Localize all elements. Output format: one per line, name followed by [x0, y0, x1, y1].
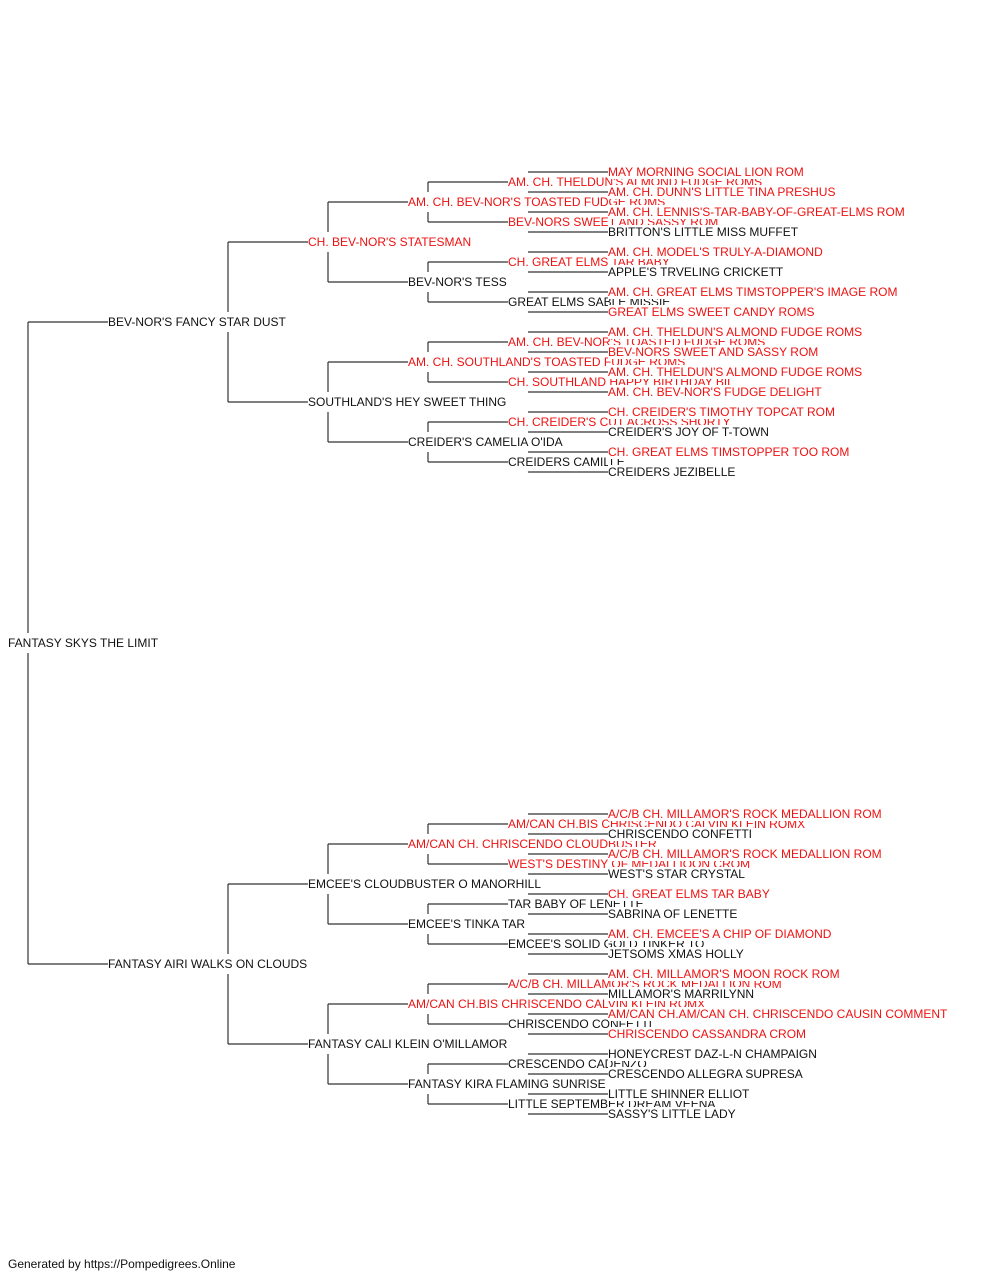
ancestor-name: AM. CH. THELDUN'S ALMOND FUDGE ROMS [608, 325, 864, 339]
parent-name: BEV-NOR'S FANCY STAR DUST [108, 315, 287, 329]
ancestor-name: AM. CH. LENNIS'S-TAR-BABY-OF-GREAT-ELMS … [608, 205, 906, 219]
ancestor-name: AM. CH. EMCEE'S A CHIP OF DIAMOND [608, 927, 833, 941]
ancestor-name: BEV-NORS SWEET AND SASSY ROM [608, 345, 820, 359]
ancestor-name: CH. BEV-NOR'S STATESMAN [308, 235, 473, 249]
ancestor-name: BEV-NOR'S TESS [408, 275, 508, 289]
ancestor-name: GREAT ELMS SWEET CANDY ROMS [608, 305, 816, 319]
ancestor-name: MAY MORNING SOCIAL LION ROM [608, 165, 805, 179]
subject-dog-name: FANTASY SKYS THE LIMIT [8, 636, 160, 650]
ancestor-name: A/C/B CH. MILLAMOR'S ROCK MEDALLION ROM [608, 847, 883, 861]
ancestor-name: MILLAMOR'S MARRILYNN [608, 987, 756, 1001]
ancestor-name: SASSY'S LITTLE LADY [608, 1107, 737, 1121]
ancestor-name: FANTASY KIRA FLAMING SUNRISE [408, 1077, 607, 1091]
ancestor-name: AM. CH. THELDUN'S ALMOND FUDGE ROMS [608, 365, 864, 379]
ancestor-name: AM. CH. MODEL'S TRULY-A-DIAMOND [608, 245, 824, 259]
ancestor-name: APPLE'S TRVELING CRICKETT [608, 265, 785, 279]
ancestor-name: SOUTHLAND'S HEY SWEET THING [308, 395, 508, 409]
ancestor-name: AM. CH. MILLAMOR'S MOON ROCK ROM [608, 967, 841, 981]
ancestor-name: CH. GREAT ELMS TAR BABY [608, 887, 771, 901]
ancestor-name: EMCEE'S TINKA TAR [408, 917, 526, 931]
ancestor-name: AM. CH. DUNN'S LITTLE TINA PRESHUS [608, 185, 837, 199]
ancestor-name: AM. CH. BEV-NOR'S TOASTED FUDGE ROMS [408, 195, 667, 209]
ancestor-name: CH. CREIDER'S TIMOTHY TOPCAT ROM [608, 405, 836, 419]
ancestor-name: CHRISCENDO CONFETTI [608, 827, 753, 841]
ancestor-name: CREIDER'S CAMELIA O'IDA [408, 435, 564, 449]
ancestor-name: CHRISCENDO CASSANDRA CROM [608, 1027, 808, 1041]
ancestor-name: FANTASY CALI KLEIN O'MILLAMOR [308, 1037, 509, 1051]
ancestor-name: HONEYCREST DAZ-L-N CHAMPAIGN [608, 1047, 818, 1061]
ancestor-name: AM/CAN CH. CHRISCENDO CLOUDBUSTER [408, 837, 658, 851]
ancestor-name: CREIDER'S JOY OF T-TOWN [608, 425, 770, 439]
ancestor-name: LITTLE SHINNER ELLIOT [608, 1087, 751, 1101]
footer-credit: Generated by https://Pompedigrees.Online [8, 1257, 236, 1271]
ancestor-name: CH. GREAT ELMS TIMSTOPPER TOO ROM [608, 445, 851, 459]
parent-name: FANTASY AIRI WALKS ON CLOUDS [108, 957, 309, 971]
ancestor-name: WEST'S STAR CRYSTAL [608, 867, 746, 881]
ancestor-name: CREIDERS CAMILLE [508, 455, 626, 469]
ancestor-name: JETSOMS XMAS HOLLY [608, 947, 745, 961]
ancestor-name: CREIDERS JEZIBELLE [608, 465, 737, 479]
ancestor-name: EMCEE'S CLOUDBUSTER O MANORHILL [308, 877, 542, 891]
ancestor-name: CRESCENDO ALLEGRA SUPRESA [608, 1067, 804, 1081]
ancestor-name: BRITTON'S LITTLE MISS MUFFET [608, 225, 800, 239]
ancestor-name: AM. CH. GREAT ELMS TIMSTOPPER'S IMAGE RO… [608, 285, 899, 299]
ancestor-name: AM. CH. BEV-NOR'S FUDGE DELIGHT [608, 385, 823, 399]
ancestor-name: SABRINA OF LENETTE [608, 907, 739, 921]
ancestor-name: A/C/B CH. MILLAMOR'S ROCK MEDALLION ROM [608, 807, 883, 821]
ancestor-name: AM/CAN CH.AM/CAN CH. CHRISCENDO CAUSIN C… [608, 1007, 949, 1021]
